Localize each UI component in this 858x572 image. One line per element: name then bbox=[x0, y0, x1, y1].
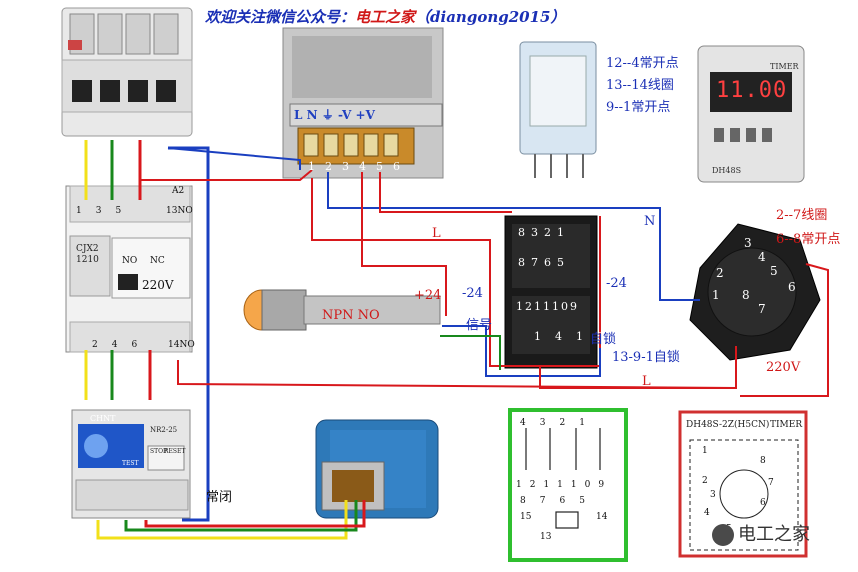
page-title: 欢迎关注微信公众号：电工之家（diangong2015） bbox=[205, 6, 565, 27]
relay-note-3: 9--1常开点 bbox=[606, 100, 671, 115]
circuit-breaker bbox=[61, 7, 193, 137]
contactor-no: NO bbox=[122, 256, 138, 266]
contactor-bottom-numbers: 246 bbox=[92, 340, 152, 350]
timer-note-2: 6--8常开点 bbox=[776, 232, 841, 247]
wire-label-l-bottom: L bbox=[642, 374, 651, 389]
relay-schematic-pin-15: 15 bbox=[520, 512, 532, 522]
thermal-test: TEST bbox=[122, 460, 139, 467]
timer-schematic-pin-2: 2 bbox=[702, 476, 708, 486]
proximity-sensor bbox=[243, 289, 441, 331]
watermark-text: 电工之家 bbox=[738, 524, 810, 545]
title-accent: 电工之家 bbox=[355, 8, 416, 26]
contactor-nc: NC bbox=[150, 256, 165, 266]
contactor-14no: 14NO bbox=[168, 340, 195, 350]
sensor-minus: -24 bbox=[462, 286, 483, 301]
wire-label-nc: 常闭 bbox=[206, 490, 233, 505]
relay-base-lower: 1211109 bbox=[516, 300, 579, 313]
wires bbox=[84, 140, 829, 540]
relay-schematic-low-pins: 8765 bbox=[520, 496, 599, 506]
timer-base-pin-6: 6 bbox=[788, 280, 796, 294]
sensor-plus: +24 bbox=[414, 288, 442, 303]
timer-schematic-pin-3: 3 bbox=[710, 490, 716, 500]
relay-base-minus: -24 bbox=[606, 276, 627, 291]
watermark: 电工之家 bbox=[712, 520, 810, 546]
timer-photo bbox=[697, 45, 805, 183]
relay-base-top: 8321 bbox=[518, 226, 570, 239]
timer-schematic-subtitle: TIMER bbox=[770, 420, 803, 430]
timer-schematic-pin-6: 6 bbox=[760, 498, 766, 508]
timer-brand: TIMER bbox=[770, 62, 799, 71]
relay-base-coil: 1413 bbox=[534, 330, 618, 343]
timer-base-pin-5: 5 bbox=[770, 264, 778, 278]
relay-base-mid: 8765 bbox=[518, 256, 570, 269]
relay-base bbox=[504, 215, 598, 369]
timer-base-pin-2: 2 bbox=[716, 266, 724, 280]
timer-base-pin-3: 3 bbox=[744, 236, 752, 250]
relay-self-lock: 自锁 bbox=[590, 332, 617, 347]
thermal-stop: STOP bbox=[150, 448, 168, 455]
thermal-reset: RESET bbox=[164, 448, 186, 455]
timer-schematic-pin-4: 4 bbox=[704, 508, 710, 518]
thermal-brand: CHNT bbox=[90, 414, 116, 423]
wire-label-220v: 220V bbox=[766, 360, 801, 375]
psu-terminal-numbers: 123456 bbox=[308, 160, 410, 173]
wechat-icon bbox=[712, 524, 734, 546]
contactor bbox=[65, 185, 193, 353]
contactor-voltage: 220V bbox=[142, 278, 174, 292]
timer-digits: 11.00 bbox=[716, 78, 788, 103]
contactor-a2: A2 bbox=[172, 186, 185, 196]
timer-base bbox=[689, 223, 821, 361]
timer-schematic-panel bbox=[678, 410, 808, 558]
contactor-model: CJX2 1210 bbox=[76, 244, 99, 265]
relay-schematic-top-pins: 4321 bbox=[520, 418, 599, 428]
timer-base-pin-7: 7 bbox=[758, 302, 766, 316]
relay-photo bbox=[519, 41, 597, 178]
title-handle: （diangong2015） bbox=[415, 8, 566, 26]
relay-schematic-panel bbox=[508, 408, 628, 562]
timer-base-pin-4: 4 bbox=[758, 250, 766, 264]
timer-schematic-title: DH48S-2Z(H5CN) bbox=[686, 420, 770, 430]
relay-schematic-mid-pins: 1211109 bbox=[516, 480, 613, 490]
timer-schematic-pin-7: 7 bbox=[768, 478, 774, 488]
timer-note-1: 2--7线圈 bbox=[776, 208, 828, 223]
sensor-type: NPN NO bbox=[322, 308, 380, 323]
wire-label-n: N bbox=[644, 214, 656, 229]
contactor-13no: 13NO bbox=[166, 206, 193, 216]
relay-note-2: 13--14线圈 bbox=[606, 78, 674, 93]
title-main: 欢迎关注微信公众号： bbox=[205, 8, 356, 26]
sensor-signal: 信号 bbox=[466, 318, 493, 333]
psu-terminal-labels: L N ⏚ -V +V bbox=[294, 108, 375, 122]
motor bbox=[315, 419, 439, 519]
wire-label-l-top: L bbox=[432, 226, 441, 241]
relay-schematic-pin-13: 13 bbox=[540, 532, 552, 542]
thermal-model: NR2-25 bbox=[150, 426, 178, 434]
timer-model: DH48S bbox=[712, 166, 742, 175]
timer-base-pin-1: 1 bbox=[712, 288, 720, 302]
thermal-relay bbox=[71, 409, 191, 519]
power-supply bbox=[282, 27, 444, 179]
contactor-top-numbers: 135 bbox=[76, 206, 136, 216]
timer-schematic-pin-8: 8 bbox=[760, 456, 766, 466]
relay-note-1: 12--4常开点 bbox=[606, 56, 679, 71]
relay-schematic-pin-14: 14 bbox=[596, 512, 608, 522]
timer-schematic-pin-1: 1 bbox=[702, 446, 708, 456]
relay-self-lock-note: 13-9-1自锁 bbox=[612, 350, 680, 365]
timer-base-pin-8: 8 bbox=[742, 288, 750, 302]
